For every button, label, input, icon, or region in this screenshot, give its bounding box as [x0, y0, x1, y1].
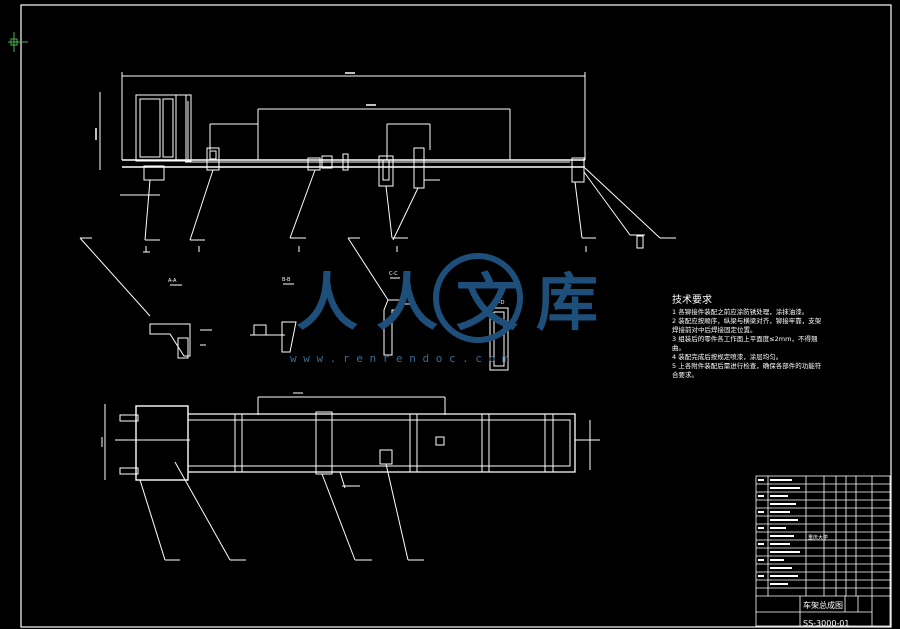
crosshair-cursor: [8, 32, 28, 52]
section-label-c: C-C: [389, 271, 398, 277]
technical-notes: 技术要求 1 各铆接件装配之前应涂防锈处理，涂抹油漆。 2 装配应按顺序，纵梁与…: [672, 296, 822, 380]
watermark: 人人文库 w w w . r e n r e n d o c . c o m: [290, 253, 616, 365]
note-item-5: 5 上各附件装配后需进行检查，确保各部件的功能符合要求。: [672, 362, 822, 379]
watermark-logo-ring: [433, 253, 523, 343]
watermark-brand: 人人文库: [296, 266, 616, 339]
side-elevation-view: [95, 72, 676, 253]
section-label-d: D-D: [495, 300, 505, 306]
note-item-1: 1 各铆接件装配之前应涂防锈处理，涂抹油漆。: [672, 308, 809, 316]
plan-view: [101, 392, 600, 561]
watermark-url: w w w . r e n r e n d o c . c o m: [290, 352, 509, 365]
title-block-fill: [758, 479, 800, 585]
section-label-a: A-A: [168, 278, 177, 284]
title-block-company: 重庆大学: [808, 534, 828, 541]
sheet-border: [20, 4, 892, 628]
section-label-b: B-B: [282, 277, 291, 283]
note-item-3: 3 组装后的零件各工作面上平面度≤2mm，不得翘曲。: [672, 335, 818, 352]
notes-title: 技术要求: [672, 295, 712, 306]
title-block-number: SS-3000-01: [803, 619, 849, 628]
note-item-4: 4 装配完成后按规定喷漆，涂层均匀。: [672, 353, 783, 361]
title-block-name: 车架总成图: [803, 600, 843, 610]
title-block: [755, 475, 891, 627]
note-item-2: 2 装配应按顺序，纵梁与横梁对齐，铆接牢靠，支架焊接前对中后焊接固定位置。: [672, 317, 822, 334]
